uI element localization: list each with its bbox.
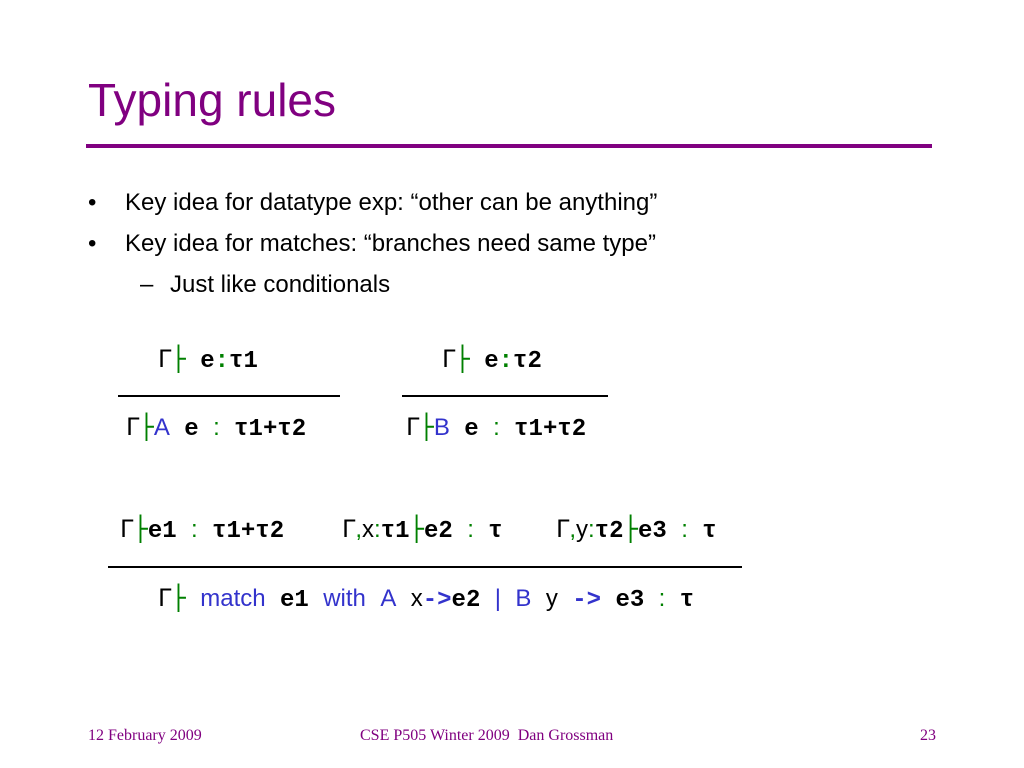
gamma-symbol: Γ bbox=[158, 345, 172, 373]
colon: : bbox=[681, 516, 688, 543]
type: τ1+τ2 bbox=[234, 416, 307, 443]
bullet-mark: • bbox=[88, 230, 97, 257]
colon: : bbox=[467, 516, 474, 543]
colon: : bbox=[658, 585, 666, 612]
turnstile-symbol: ├ bbox=[139, 413, 154, 441]
colon: : bbox=[588, 516, 595, 543]
arrow-symbol: -> bbox=[572, 587, 602, 614]
expr: e3 bbox=[615, 587, 645, 614]
match-premise-1: Γ├e1 : τ1+τ2 bbox=[120, 514, 284, 547]
constructor-b: B bbox=[515, 585, 532, 612]
expr: e bbox=[184, 416, 199, 443]
match-premise-2: Γ,x:τ1├e2 : τ bbox=[342, 514, 503, 547]
comma: , bbox=[569, 516, 577, 543]
bullet-text: Key idea for datatype exp: “other can be… bbox=[125, 189, 658, 216]
constructor-b: B bbox=[433, 414, 450, 441]
footer-date: 12 February 2009 bbox=[88, 727, 202, 744]
constructor-a: A bbox=[153, 414, 170, 441]
expr: e2 bbox=[451, 587, 481, 614]
type: τ1 bbox=[380, 518, 410, 545]
bullet-text: Key idea for matches: “branches need sam… bbox=[125, 230, 656, 257]
rule-b-premise: Γ├ e:τ2 bbox=[442, 344, 542, 377]
keyword-match: match bbox=[200, 585, 266, 612]
expr: e1 bbox=[280, 587, 309, 614]
match-conclusion: Γ├ match e1 with A x->e2 | B y -> e3 : τ bbox=[158, 583, 694, 616]
rule-a-conclusion: Γ├A e : τ1+τ2 bbox=[126, 412, 306, 445]
type: τ2 bbox=[594, 518, 624, 545]
turnstile-symbol: ├ bbox=[455, 345, 470, 373]
colon: : bbox=[191, 516, 198, 543]
keyword-with: with bbox=[323, 585, 366, 612]
rule-b-inference-line bbox=[402, 395, 608, 397]
gamma-symbol: Γ bbox=[556, 515, 570, 543]
gamma-symbol: Γ bbox=[158, 584, 172, 612]
colon: : bbox=[214, 348, 230, 375]
turnstile-symbol: ├ bbox=[419, 413, 434, 441]
turnstile-symbol: ├ bbox=[623, 515, 638, 543]
sub-bullet-mark: – bbox=[140, 271, 154, 298]
comma: , bbox=[355, 516, 363, 543]
rule-b-conclusion: Γ├B e : τ1+τ2 bbox=[406, 412, 586, 445]
colon: : bbox=[498, 348, 514, 375]
expr: e3 bbox=[637, 518, 667, 545]
match-inference-line bbox=[108, 566, 742, 568]
colon: : bbox=[374, 516, 381, 543]
var-x: x bbox=[410, 585, 423, 612]
colon: : bbox=[213, 414, 220, 441]
expr: e bbox=[484, 348, 499, 375]
slide-title: Typing rules bbox=[88, 74, 337, 126]
colon: : bbox=[493, 414, 500, 441]
rule-a-premise: Γ├ e:τ1 bbox=[158, 344, 258, 377]
bar-symbol: | bbox=[494, 585, 501, 612]
turnstile-symbol: ├ bbox=[171, 584, 186, 612]
gamma-symbol: Γ bbox=[126, 413, 140, 441]
gamma-symbol: Γ bbox=[342, 515, 356, 543]
expr: e bbox=[200, 348, 215, 375]
turnstile-symbol: ├ bbox=[171, 345, 186, 373]
match-premise-3: Γ,y:τ2├e3 : τ bbox=[556, 514, 717, 547]
type: τ bbox=[702, 518, 717, 545]
type: τ2 bbox=[513, 348, 542, 375]
arrow-symbol: -> bbox=[422, 587, 452, 614]
expr: e2 bbox=[423, 518, 453, 545]
gamma-symbol: Γ bbox=[442, 345, 456, 373]
title-underline bbox=[86, 144, 932, 148]
footer-page-number: 23 bbox=[920, 727, 936, 744]
type: τ bbox=[679, 587, 695, 614]
turnstile-symbol: ├ bbox=[409, 515, 424, 543]
gamma-symbol: Γ bbox=[406, 413, 420, 441]
var-y: y bbox=[576, 516, 589, 543]
expr: e1 bbox=[147, 518, 177, 545]
type: τ bbox=[488, 518, 503, 545]
type: τ1+τ2 bbox=[514, 416, 587, 443]
var-x: x bbox=[362, 516, 375, 543]
constructor-a: A bbox=[380, 585, 397, 612]
type: τ1 bbox=[229, 348, 258, 375]
var-y: y bbox=[545, 585, 558, 612]
expr: e bbox=[464, 416, 479, 443]
sub-bullet-text: Just like conditionals bbox=[170, 271, 391, 298]
rule-a-inference-line bbox=[118, 395, 340, 397]
gamma-symbol: Γ bbox=[120, 515, 134, 543]
footer-course: CSE P505 Winter 2009 Dan Grossman bbox=[360, 727, 614, 744]
turnstile-symbol: ├ bbox=[133, 515, 148, 543]
type: τ1+τ2 bbox=[212, 518, 285, 545]
bullet-mark: • bbox=[88, 189, 97, 216]
